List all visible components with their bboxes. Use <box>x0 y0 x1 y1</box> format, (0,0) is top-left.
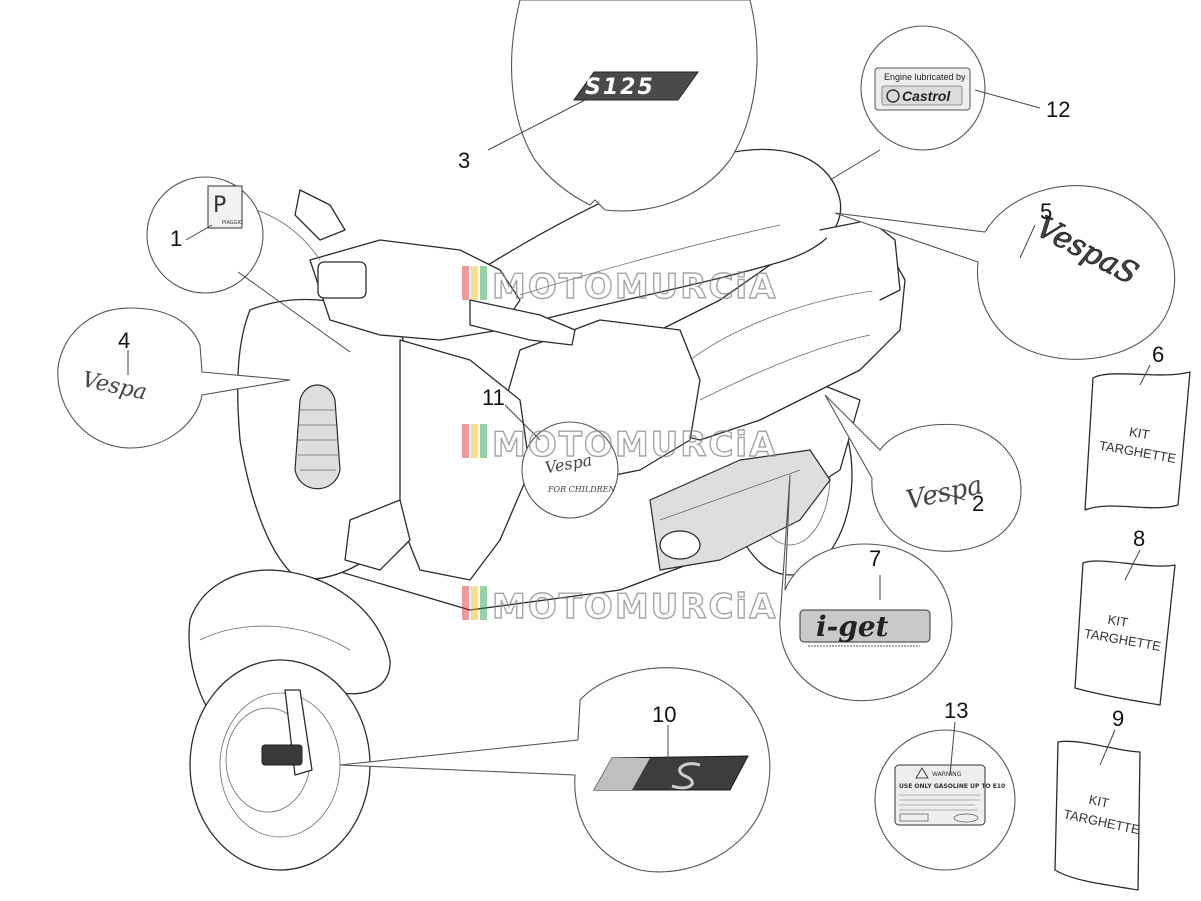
kit-9-line1: KIT <box>1088 792 1111 811</box>
watermark-text-bottom: MOTOMURCiA <box>492 587 777 627</box>
callout-9: 9 <box>1112 706 1124 731</box>
kit-envelope-8: KIT TARGHETTE <box>1074 560 1176 706</box>
callout-11: 11 <box>482 385 505 410</box>
bubble-piaggio: P PIAGGIO <box>146 176 264 294</box>
callout-6: 6 <box>1152 342 1164 367</box>
kit-envelope-6: KIT TARGHETTE <box>1084 371 1191 511</box>
callout-7: 7 <box>869 546 881 571</box>
for-children-text: FOR CHILDREN <box>547 485 617 494</box>
castrol-label: Engine lubricated by Castrol <box>874 67 971 111</box>
kit-6-line1: KIT <box>1128 424 1151 442</box>
castrol-header-text: Engine lubricated by <box>884 72 966 82</box>
callout-13: 13 <box>944 698 968 723</box>
callout-4: 4 <box>118 328 130 353</box>
iget-badge-text: i-get <box>816 610 889 643</box>
bubble-vespa-left: Vespa <box>57 307 291 449</box>
iget-badge: i-get <box>799 609 931 647</box>
bubble-castrol: Engine lubricated by Castrol <box>860 25 986 151</box>
kit-envelope-9: KIT TARGHETTE <box>1054 740 1142 891</box>
callout-numbers: 1 2 3 4 5 6 7 8 9 10 11 12 13 <box>118 97 1164 731</box>
bubble-iget: i-get <box>779 474 953 702</box>
bubble-s-stripe <box>339 667 771 873</box>
kit-8-line1: KIT <box>1107 612 1130 630</box>
watermark-top: MOTOMURCiA <box>462 266 777 308</box>
callout-3: 3 <box>458 148 470 173</box>
watermark-bottom: MOTOMURCiA <box>462 586 777 628</box>
watermark-text-middle: MOTOMURCiA <box>492 425 777 465</box>
callout-8: 8 <box>1133 526 1145 551</box>
castrol-brand-text: Castrol <box>902 88 951 104</box>
s-stripe-decal <box>593 755 749 791</box>
warning-label: WARNING USE ONLY GASOLINE UP TO E10 <box>894 764 1005 826</box>
callout-10: 10 <box>652 702 676 727</box>
bubble-warning-label: WARNING USE ONLY GASOLINE UP TO E10 <box>874 729 1016 871</box>
s125-badge-text: S125 <box>585 75 655 100</box>
bubble-s125: S125 <box>511 0 758 212</box>
piaggio-plate-brand: PIAGGIO <box>222 220 243 226</box>
piaggio-plate: P PIAGGIO <box>207 185 243 229</box>
bubble-vespa-s: VespaS <box>834 185 1176 360</box>
leader-lines <box>127 89 1151 776</box>
watermark-text-top: MOTOMURCiA <box>492 267 777 307</box>
callout-2: 2 <box>972 491 984 516</box>
callout-5: 5 <box>1040 199 1052 224</box>
s125-badge: S125 <box>573 71 699 101</box>
warning-label-title: WARNING <box>932 771 962 778</box>
callout-1: 1 <box>170 226 182 251</box>
bubble-for-children: Vespa FOR CHILDREN <box>521 421 619 519</box>
callout-12: 12 <box>1046 97 1070 122</box>
warning-label-line1: USE ONLY GASOLINE UP TO E10 <box>899 783 1005 790</box>
watermark-middle: MOTOMURCiA <box>462 424 777 466</box>
piaggio-plate-letter: P <box>213 193 226 218</box>
